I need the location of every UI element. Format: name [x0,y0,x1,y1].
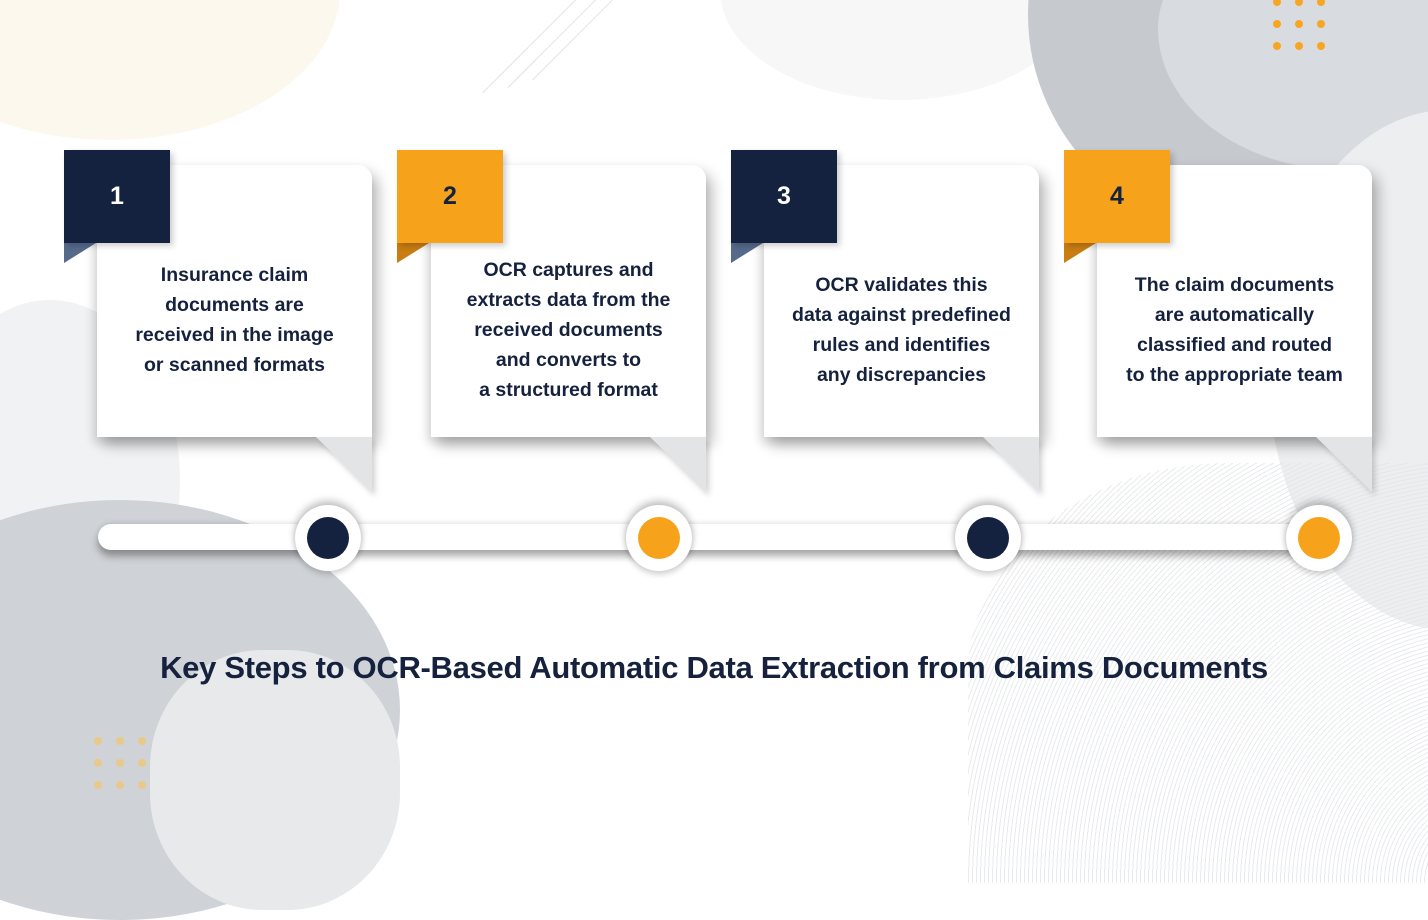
step-number: 3 [777,182,791,210]
step-card-2: OCR captures and extracts data from the … [431,165,706,492]
node-dot-orange [638,517,680,559]
timeline-node-1 [295,505,361,571]
step-number-badge-3: 3 [731,150,837,243]
step-number: 4 [1110,182,1124,210]
background-blob-top-middle [720,0,1080,100]
badge-fold [1064,243,1096,263]
callout-tail [1316,437,1372,492]
callout-tail [650,437,706,492]
step-4-description: The claim documents are automatically cl… [1126,274,1343,386]
step-number-badge-4: 4 [1064,150,1170,243]
step-1-description: Insurance claim documents are received i… [135,264,334,376]
step-number: 2 [443,182,457,210]
node-dot-orange [1298,517,1340,559]
node-dot-navy [307,517,349,559]
decorative-diagonal-line [507,0,614,89]
diagram-title: Key Steps to OCR-Based Automatic Data Ex… [160,650,1268,685]
callout-tail [316,437,372,492]
step-number: 1 [110,182,124,210]
background-blob-top-left [0,0,340,140]
step-number-badge-1: 1 [64,150,170,243]
timeline-node-3 [955,505,1021,571]
badge-fold [64,243,96,263]
decorative-diagonal-line [482,0,589,94]
node-dot-navy [967,517,1009,559]
background-blob-bottom-left-inner [150,650,400,910]
callout-tail [983,437,1039,492]
decorative-dot-grid-bottom-left [94,737,146,789]
step-2-description: OCR captures and extracts data from the … [466,259,671,401]
decorative-dot-grid-top-right [1273,0,1325,50]
badge-fold [397,243,429,263]
step-card-4: The claim documents are automatically cl… [1097,165,1372,492]
timeline-track [98,524,1338,550]
decorative-diagonal-line [532,0,639,81]
timeline-node-4 [1286,505,1352,571]
timeline-node-2 [626,505,692,571]
step-3-description: OCR validates this data against predefin… [792,274,1011,386]
step-number-badge-2: 2 [397,150,503,243]
badge-fold [731,243,763,263]
